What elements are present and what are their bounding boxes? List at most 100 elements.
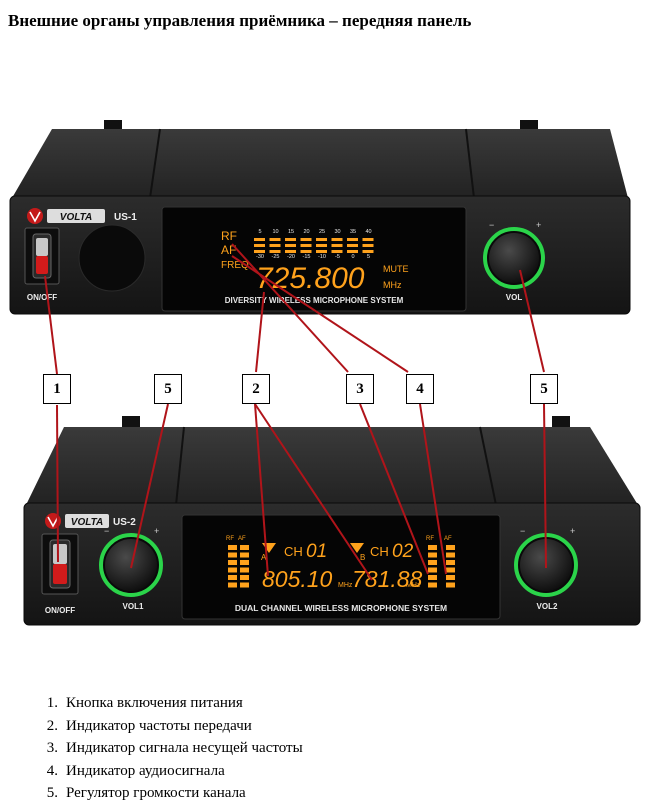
leader-line-2 <box>254 403 269 577</box>
scale-tick-label: 5 <box>258 229 261 235</box>
callout-5: 5 <box>154 374 182 404</box>
top-cover <box>26 427 638 505</box>
scale-tick-label: 0 <box>351 254 354 260</box>
leader-line-1 <box>44 275 58 375</box>
legend-item: 5.Регулятор громкости канала <box>46 785 246 801</box>
meter-segment <box>240 560 249 565</box>
meter-segment <box>240 552 249 558</box>
meter-segment <box>228 575 237 580</box>
scale-tick-label: -30 <box>256 254 264 260</box>
meter-segment <box>285 244 296 247</box>
ch-label: CH <box>370 544 389 559</box>
top-cover <box>12 129 628 198</box>
system-label: DIVERSITY WIRELESS MICROPHONE SYSTEM <box>225 296 404 305</box>
scale-tick-label: -5 <box>335 254 340 260</box>
level-meters <box>228 545 455 588</box>
meter-segment <box>254 250 265 253</box>
meter-segment <box>300 238 312 241</box>
meter-segment <box>300 244 312 247</box>
leader-line-3 <box>231 243 349 373</box>
scale-tick-label: 20 <box>303 229 309 235</box>
rf-label: RF <box>426 536 434 542</box>
meter-segment <box>428 545 437 550</box>
leader-line-1 <box>56 404 59 563</box>
lcd-display <box>181 514 501 620</box>
model-label: US-2 <box>113 517 136 528</box>
vol2-label: VOL2 <box>537 602 558 611</box>
legend-item: 3.Индикатор сигнала несущей частоты <box>46 740 303 756</box>
meter-segment <box>269 244 281 247</box>
meter-segment <box>228 552 237 558</box>
power-switch[interactable] <box>41 533 79 595</box>
meter-segment <box>428 575 437 580</box>
rf-label: RF <box>226 536 234 542</box>
scale-tick-label: 35 <box>350 229 356 235</box>
svg-text:+: + <box>536 220 541 230</box>
callout-1: 1 <box>43 374 71 404</box>
rf-label: RF <box>221 229 237 243</box>
meter-segment <box>362 238 374 241</box>
meter-segment <box>228 560 237 565</box>
meter-segment <box>446 575 455 580</box>
af-label: AF <box>444 536 452 542</box>
leader-line-5 <box>543 403 547 569</box>
callout-3: 3 <box>346 374 374 404</box>
meter-segment <box>316 250 327 253</box>
meter-segment <box>446 545 455 550</box>
meter-segment <box>428 560 437 565</box>
rear-foot <box>122 416 140 430</box>
meter-segment <box>347 244 358 247</box>
scale-tick-label: 10 <box>272 229 278 235</box>
af-label: AF <box>238 536 246 542</box>
meter-segment <box>269 250 281 253</box>
power-switch[interactable] <box>24 227 60 285</box>
legend-item: 2.Индикатор частоты передачи <box>46 717 252 734</box>
meter-segment <box>331 238 343 241</box>
meter-segment <box>228 545 237 550</box>
scale-tick-label: -20 <box>287 254 295 260</box>
meter-segment <box>285 238 296 241</box>
ch-label: CH <box>284 544 303 559</box>
meter-segment <box>446 567 455 573</box>
vol1-label: VOL1 <box>123 602 144 611</box>
channel-b: 02 <box>392 541 414 562</box>
unit-label: MHz <box>383 280 402 290</box>
svg-text:−: − <box>104 526 109 536</box>
scale-tick-label: -10 <box>318 254 326 260</box>
af-label: AF <box>221 243 236 257</box>
meter-segment <box>446 582 455 588</box>
scale-tick-label: 15 <box>288 229 294 235</box>
meter-segment <box>240 575 249 580</box>
unit-label: MHz <box>406 582 421 589</box>
legend-item: 1.Кнопка включения питания <box>46 695 243 711</box>
scale-tick-label: 30 <box>334 229 340 235</box>
mute-label: MUTE <box>383 264 409 274</box>
meter-segment <box>240 567 249 573</box>
meter-segment <box>331 250 343 253</box>
meter-segment <box>254 238 265 241</box>
channel-a-letter: A <box>261 553 267 562</box>
meter-segment <box>240 582 249 588</box>
receiver-us2: VOLTA US-2 ON/OFF − + VOL1 RF AF RF AF A… <box>23 416 641 626</box>
volta-logo: VOLTA <box>27 208 105 224</box>
channel-a: 01 <box>306 541 327 562</box>
callout-2: 2 <box>242 374 270 404</box>
power-label: ON/OFF <box>27 293 57 302</box>
legend-list: 1.Кнопка включения питания 2.Индикатор ч… <box>30 692 303 805</box>
level-meter <box>254 238 374 253</box>
rear-foot <box>552 416 570 430</box>
meter-segment <box>300 250 312 253</box>
meter-segment <box>240 545 249 550</box>
callout-4: 4 <box>406 374 434 404</box>
meter-segment <box>228 567 237 573</box>
leader-line-4 <box>419 403 447 575</box>
leader-line-5 <box>130 403 169 569</box>
meter-segment <box>446 552 455 558</box>
meter-segment <box>428 582 437 588</box>
svg-text:−: − <box>489 220 494 230</box>
volume-label: VOL <box>506 293 523 302</box>
volume-knob[interactable] <box>483 227 545 289</box>
